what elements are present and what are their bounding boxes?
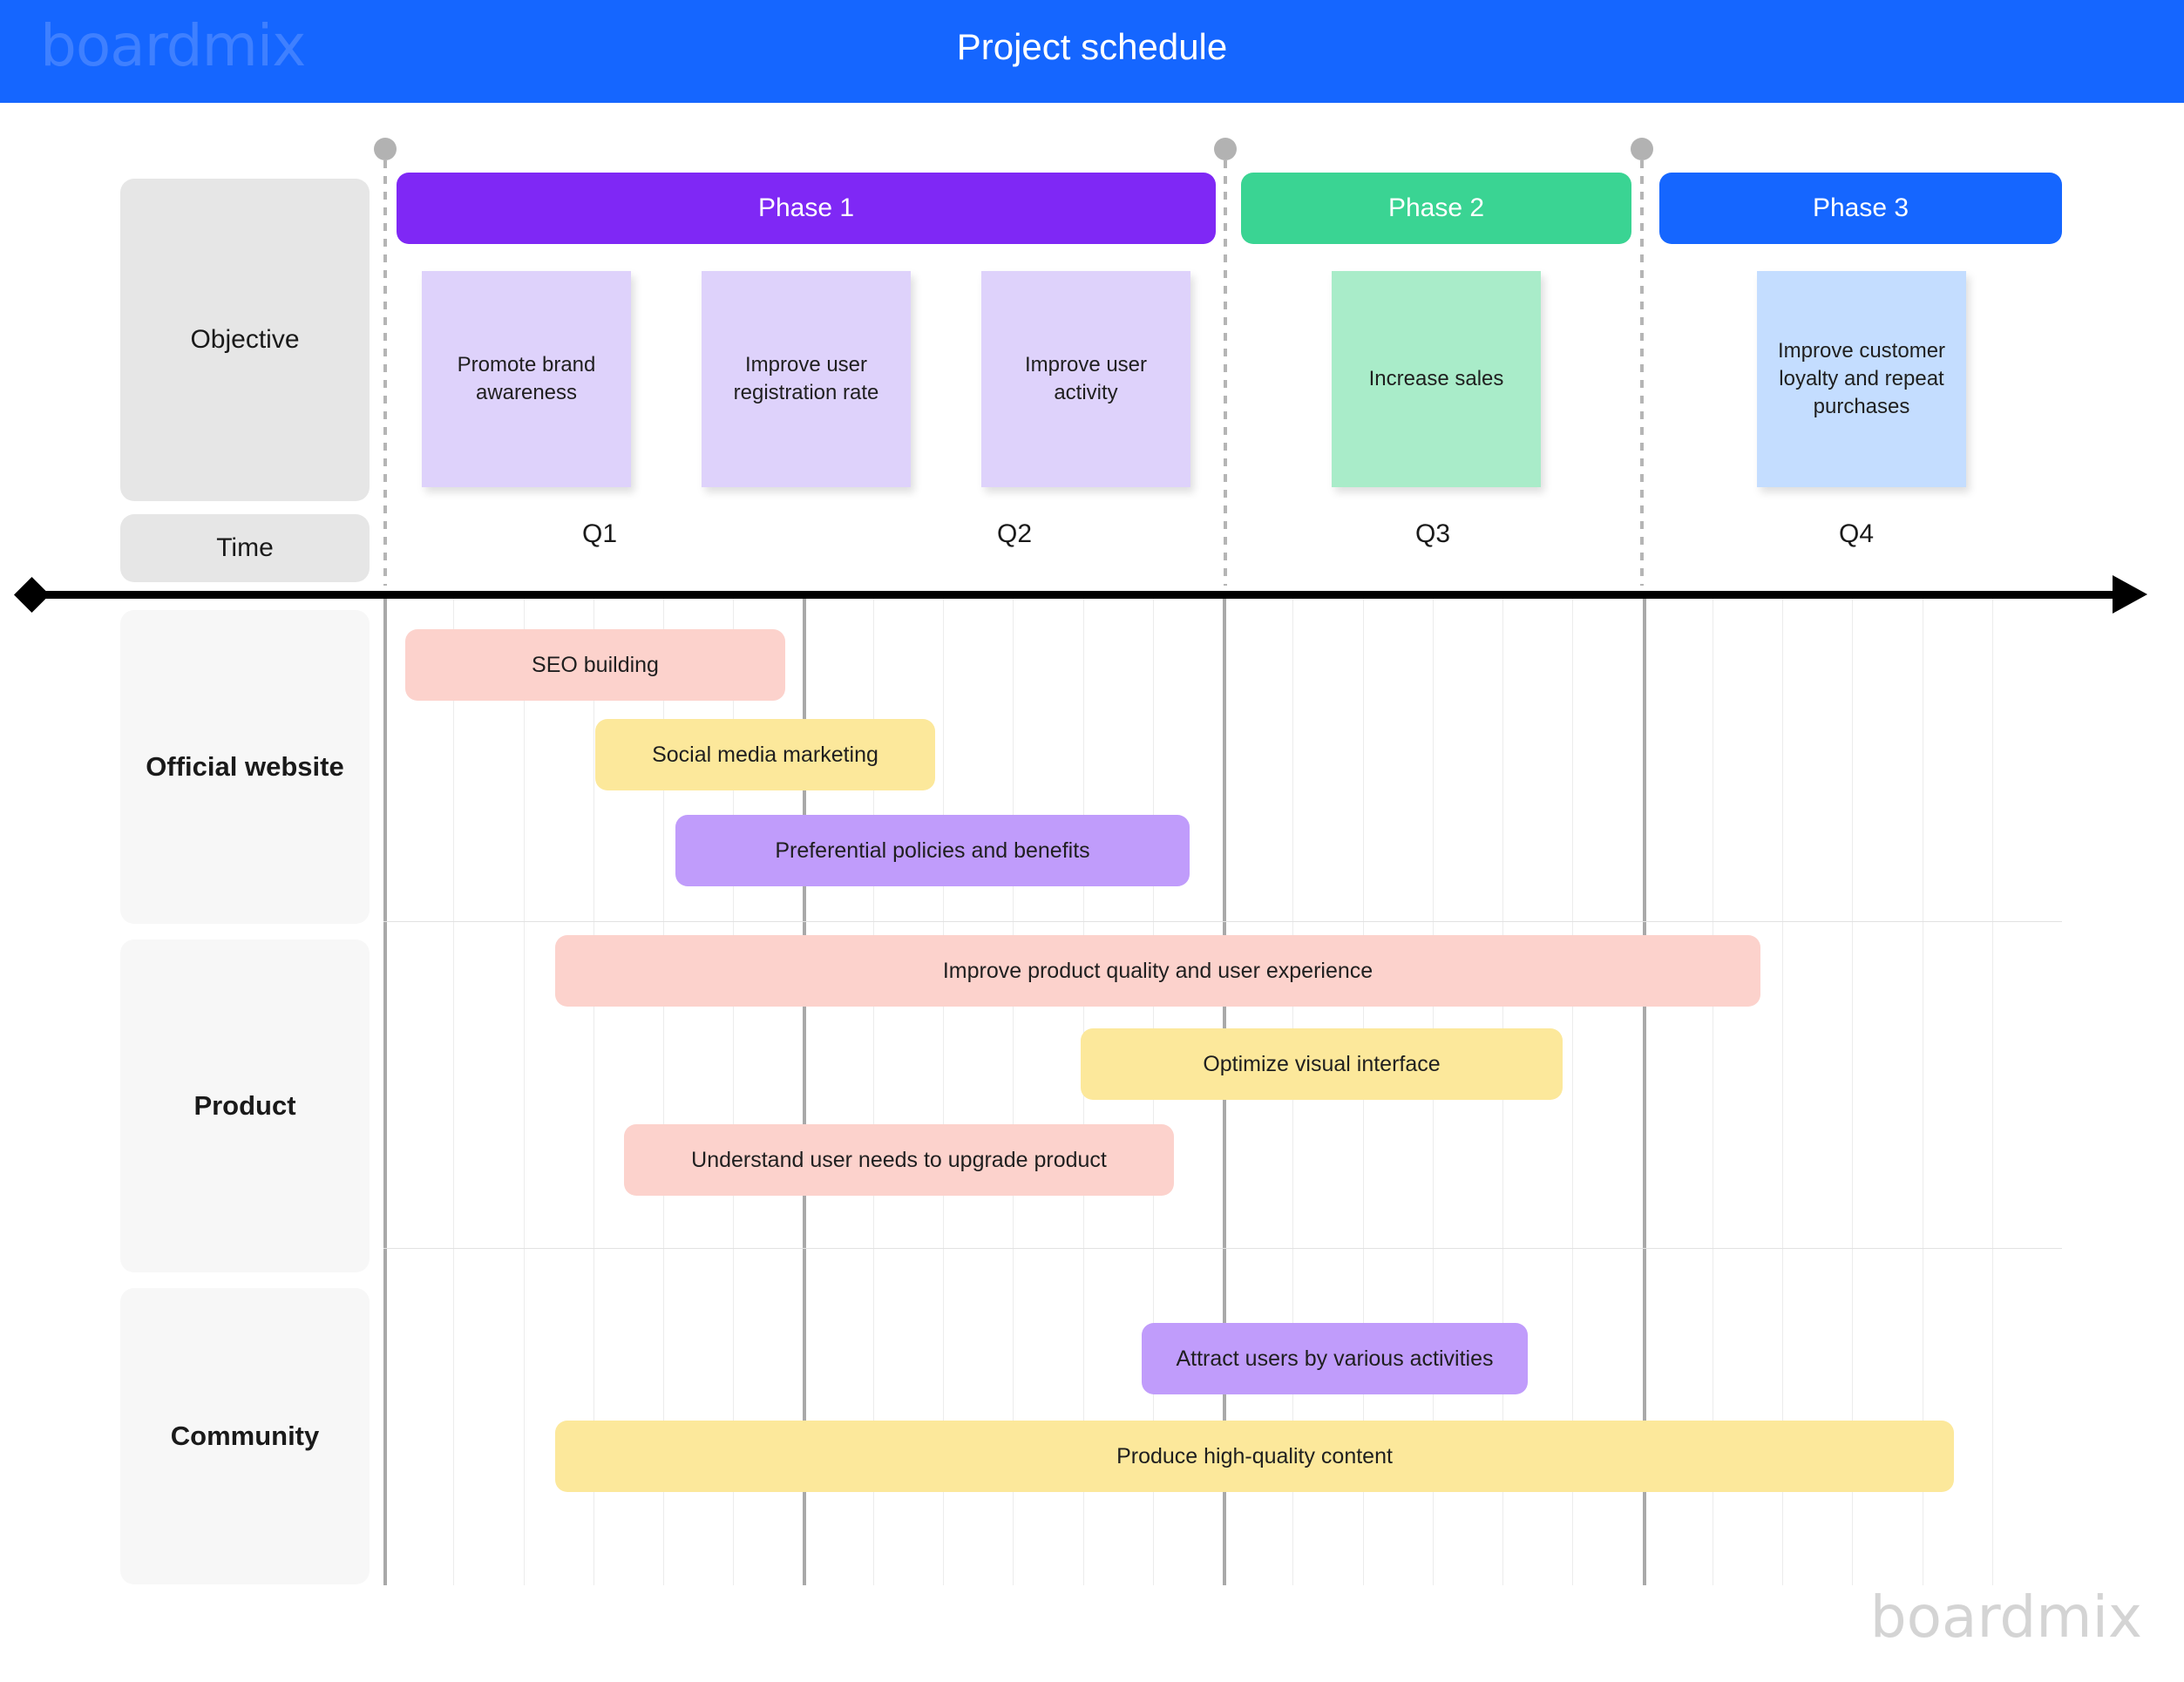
objective-note-2[interactable]: Improve user registration rate (702, 271, 911, 487)
quarter-label-q3: Q3 (1414, 519, 1451, 548)
grid-line-minor (663, 599, 664, 1585)
grid-line-minor (453, 599, 454, 1585)
swimlane-divider (383, 1248, 2062, 1249)
grid-line-quarter (803, 599, 806, 1585)
grid-line-minor (1013, 599, 1014, 1585)
grid-line-minor (1992, 599, 1993, 1585)
task-bar[interactable]: Preferential policies and benefits (675, 815, 1190, 886)
time-row-label: Time (120, 514, 370, 582)
swimlane-divider (383, 921, 2062, 922)
quarter-label-q1: Q1 (581, 519, 618, 548)
boardmix-logo: boardmix (40, 12, 306, 79)
grid-line-minor (1782, 599, 1783, 1585)
grid-line-minor (524, 599, 525, 1585)
grid-line-minor (593, 599, 594, 1585)
marker-dashed-line (383, 160, 387, 586)
task-bar[interactable]: Understand user needs to upgrade product (624, 1124, 1174, 1196)
phase-bar-2[interactable]: Phase 2 (1241, 173, 1631, 244)
objective-note-5[interactable]: Improve customer loyalty and repeat purc… (1757, 271, 1966, 487)
quarter-label-q2: Q2 (996, 519, 1033, 548)
grid-line-minor (943, 599, 944, 1585)
grid-line-minor (1852, 599, 1853, 1585)
page-title: Project schedule (956, 26, 1228, 67)
objective-note-4[interactable]: Increase sales (1332, 271, 1541, 487)
objective-note-1[interactable]: Promote brand awareness (422, 271, 631, 487)
swimlane-label-product: Product (120, 939, 370, 1272)
phase-marker-1 (374, 138, 397, 586)
phase-marker-3 (1631, 138, 1653, 586)
quarter-label-q4: Q4 (1838, 519, 1875, 548)
grid-line-minor (873, 599, 874, 1585)
task-bar[interactable]: SEO building (405, 629, 785, 701)
marker-dashed-line (1640, 160, 1644, 586)
grid-line-minor (1572, 599, 1573, 1585)
swimlane-label-official-website: Official website (120, 610, 370, 924)
phase-marker-2 (1214, 138, 1237, 586)
grid-line-quarter (1643, 599, 1646, 1585)
objective-row-label: Objective (120, 179, 370, 501)
marker-dashed-line (1224, 160, 1227, 586)
phase-bar-3[interactable]: Phase 3 (1659, 173, 2062, 244)
boardmix-watermark: boardmix (1869, 1584, 2142, 1651)
marker-pin-icon (1214, 138, 1237, 160)
timeline-arrow-icon (2113, 575, 2147, 614)
swimlane-label-community: Community (120, 1288, 370, 1584)
phase-bar-1[interactable]: Phase 1 (397, 173, 1216, 244)
task-bar[interactable]: Improve product quality and user experie… (555, 935, 1760, 1007)
header-bar: boardmix Project schedule (0, 0, 2184, 103)
task-bar[interactable]: Optimize visual interface (1081, 1028, 1563, 1100)
grid-line-minor (733, 599, 734, 1585)
timeline-axis (31, 591, 2133, 599)
grid-left-edge (383, 599, 387, 1585)
task-bar[interactable]: Social media marketing (595, 719, 935, 790)
task-bar[interactable]: Produce high-quality content (555, 1421, 1954, 1492)
marker-pin-icon (374, 138, 397, 160)
task-bar[interactable]: Attract users by various activities (1142, 1323, 1528, 1394)
objective-note-3[interactable]: Improve user activity (981, 271, 1190, 487)
marker-pin-icon (1631, 138, 1653, 160)
